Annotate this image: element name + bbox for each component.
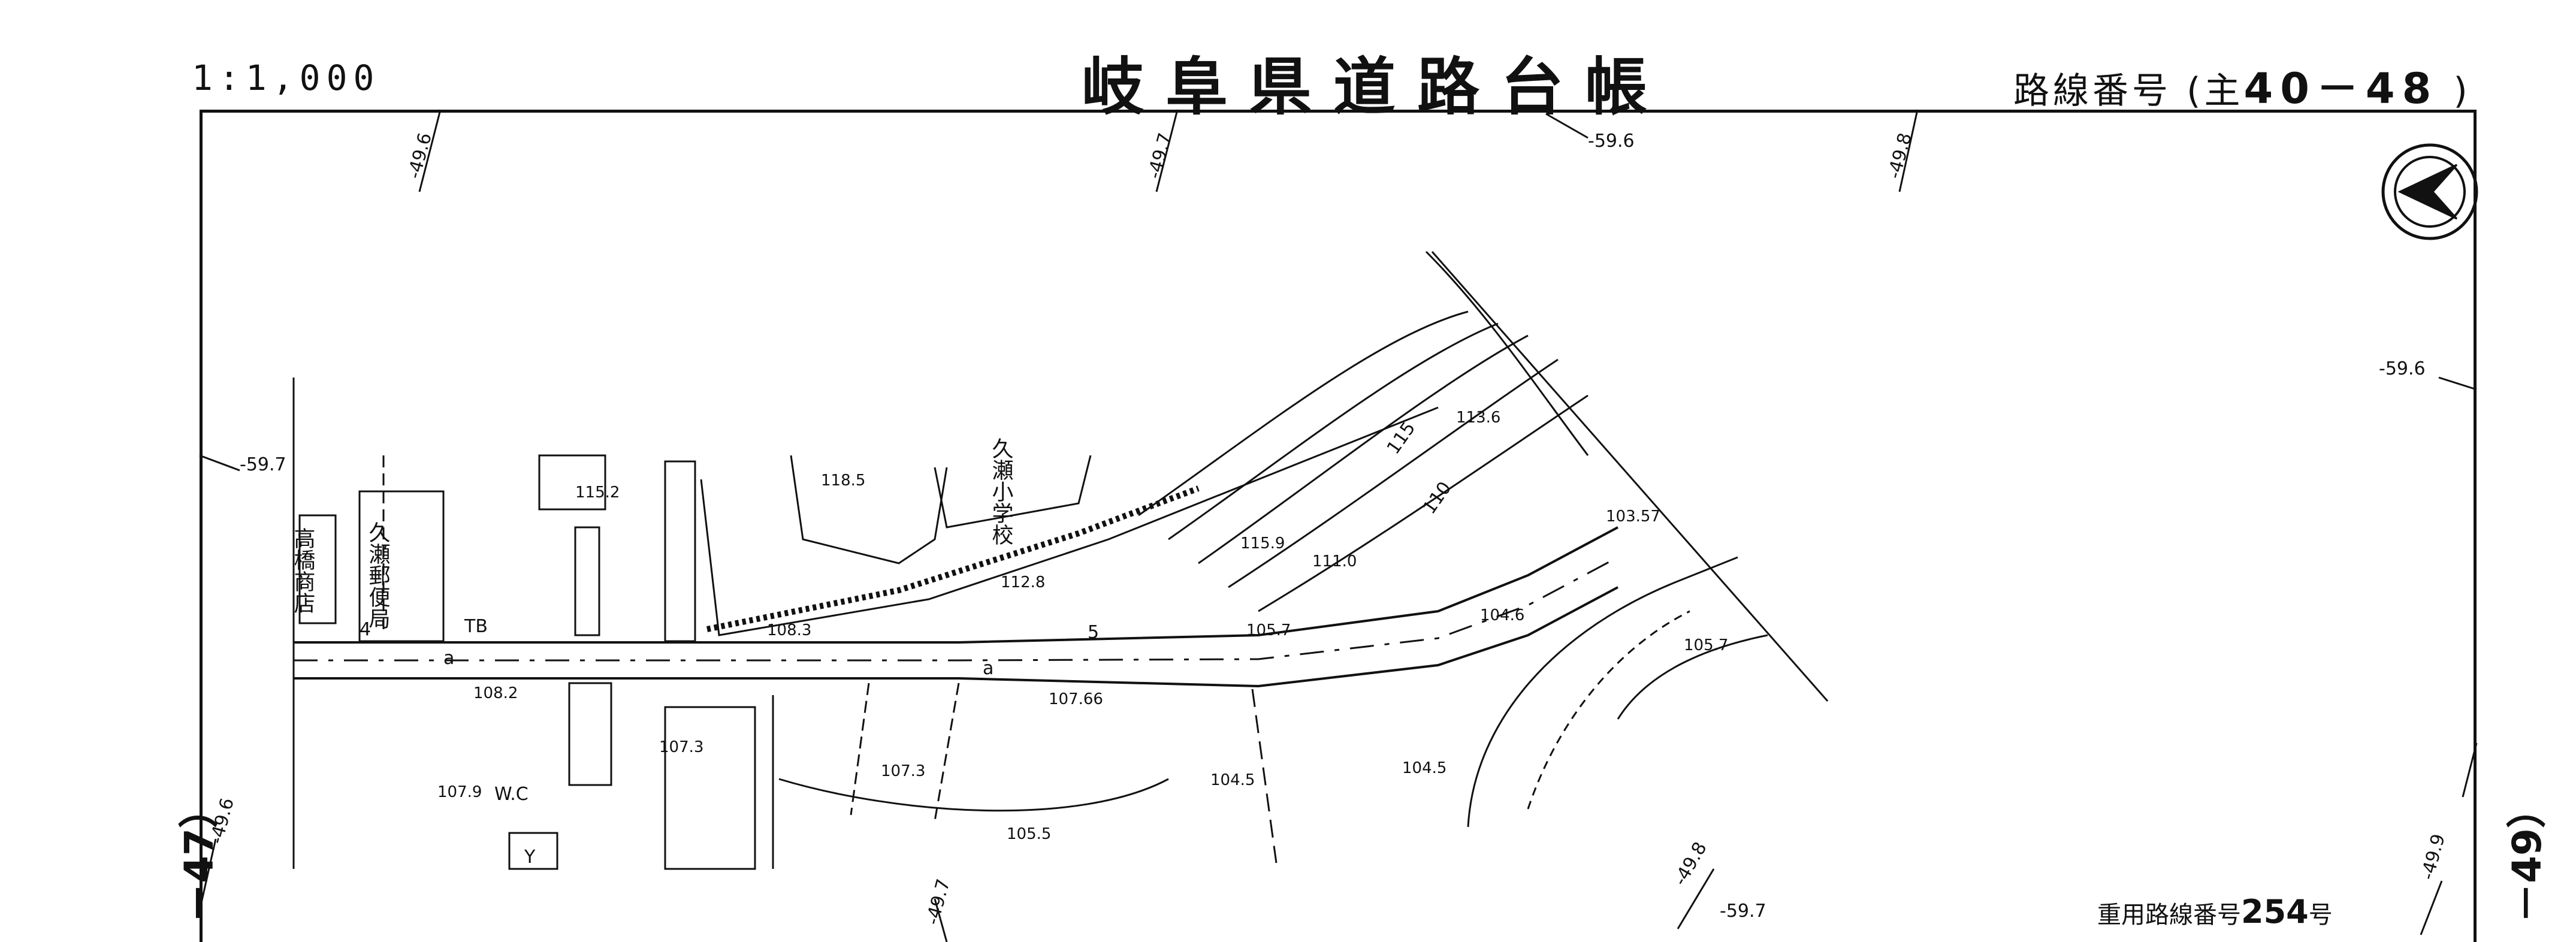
elevation-label: 104.5 — [1210, 771, 1255, 789]
map-frame — [200, 110, 2477, 942]
route-number: 路線番号 (主40－48 ) — [2013, 55, 2471, 116]
elevation-label: 104.6 — [1480, 606, 1524, 624]
elevation-label: 103.57 — [1606, 508, 1660, 526]
contour-line — [1168, 322, 1499, 541]
road-mark: 4 — [360, 619, 371, 640]
contour-line — [1198, 334, 1529, 564]
road-mark: W.C — [494, 784, 529, 805]
shared-route-label: 重用路線番号 — [2097, 901, 2241, 929]
grid-tick — [2438, 376, 2477, 391]
elevation-label: 108.2 — [473, 684, 518, 702]
parcel-dashed — [850, 683, 870, 816]
grid-tick — [2420, 880, 2443, 935]
contour-value: 110 — [1419, 478, 1456, 518]
grid-tick — [1545, 113, 1589, 139]
north-arrow-icon — [2394, 156, 2466, 228]
route-close: ) — [2453, 70, 2471, 112]
road-mark: Y — [524, 847, 536, 868]
building-south-2 — [664, 706, 756, 870]
grid-tick — [418, 109, 442, 192]
school-building — [790, 455, 948, 564]
grid-label: -49.8 — [1670, 838, 1711, 889]
school-boundary — [700, 406, 1439, 636]
grid-label: -59.7 — [240, 454, 286, 475]
elevation-label: 105.7 — [1246, 621, 1291, 639]
shop-building — [298, 514, 337, 624]
elevation-label: 104.5 — [1402, 759, 1446, 777]
contour-value: 115 — [1383, 418, 1420, 458]
shared-route-suffix: 号 — [2308, 901, 2333, 929]
stair-path — [664, 460, 696, 642]
contour-line — [1228, 358, 1559, 588]
shrine-building — [538, 454, 606, 511]
grid-label: -59.6 — [1588, 131, 1635, 152]
elevation-label: 113.6 — [1456, 409, 1500, 427]
grid-label: -49.7 — [922, 877, 955, 927]
grid-label: -49.7 — [1144, 131, 1176, 181]
map-cut-line — [1431, 251, 1829, 702]
adjacent-sheet-right: －49） — [2503, 789, 2550, 923]
contour-line — [1138, 310, 1469, 517]
elevation-label: 108.3 — [767, 621, 811, 639]
grid-label: -59.6 — [2379, 358, 2426, 379]
grid-label: -59.7 — [1720, 901, 1766, 922]
parcel-dashed — [1251, 689, 1278, 864]
map-scale: 1:1,000 — [192, 58, 380, 98]
route-open: (主 — [2187, 70, 2244, 112]
contour-line — [1425, 250, 1589, 456]
building-label: 久瀬郵便局 — [366, 521, 390, 629]
grid-tick — [199, 454, 240, 472]
grid-tick — [1898, 109, 1919, 192]
grid-tick — [198, 838, 217, 911]
elevation-label: 111.0 — [1312, 552, 1357, 570]
building-south — [568, 682, 612, 786]
elevation-label: 115.9 — [1240, 535, 1285, 552]
building-south-3 — [508, 832, 558, 870]
adjacent-sheet-left: －47） — [176, 789, 222, 923]
elevation-label: 112.8 — [1001, 573, 1045, 591]
road-edge-north — [294, 526, 1618, 644]
road-mark: TB — [464, 616, 488, 637]
north-arrow-icon — [2397, 164, 2458, 220]
stair-path-2 — [574, 526, 600, 636]
school-building-2 — [934, 455, 1092, 529]
elevation-label: 107.9 — [437, 783, 482, 801]
contour-line — [1258, 394, 1589, 612]
grid-label: -49.9 — [2417, 832, 2450, 882]
grid-tick — [1155, 109, 1179, 192]
north-arrow-icon — [2381, 143, 2478, 240]
slope-line-dashed — [1527, 610, 1690, 810]
building-label: 高橋商店 — [291, 527, 315, 614]
elevation-label: 107.3 — [881, 762, 925, 780]
grid-tick — [934, 898, 948, 942]
route-label: 路線番号 — [2013, 70, 2172, 112]
post-office-building — [358, 490, 445, 642]
grid-tick — [2462, 742, 2478, 798]
grid-label: -49.8 — [1884, 131, 1916, 181]
building-label: 久瀬小学校 — [989, 437, 1013, 545]
elevation-label: 105.7 — [1684, 636, 1728, 654]
road-edge-south — [294, 586, 1618, 688]
elevation-label: 105.5 — [1007, 825, 1051, 843]
elevation-label: 107.3 — [659, 738, 703, 756]
grid-label: -49.6 — [404, 131, 436, 181]
elevation-label: 115.2 — [575, 484, 620, 502]
parcel-dashed — [934, 683, 960, 822]
shared-route-value: 254 — [2241, 893, 2309, 931]
road-mark: 5 — [1088, 622, 1099, 643]
elevation-label: 107.66 — [1049, 690, 1103, 708]
road-mark: a — [983, 658, 993, 679]
shared-route-number: 重用路線番号254号 — [2097, 893, 2333, 931]
road-centerline — [294, 556, 1618, 662]
grid-tick — [1677, 868, 1715, 929]
slope-line — [1467, 556, 1738, 828]
parcel-curve — [778, 778, 1169, 812]
school-fence — [706, 485, 1200, 632]
road-mark: a — [443, 648, 454, 669]
elevation-label: 118.5 — [821, 472, 865, 490]
slope-line-2 — [1617, 634, 1768, 720]
route-number-value: 40－48 — [2243, 64, 2439, 113]
